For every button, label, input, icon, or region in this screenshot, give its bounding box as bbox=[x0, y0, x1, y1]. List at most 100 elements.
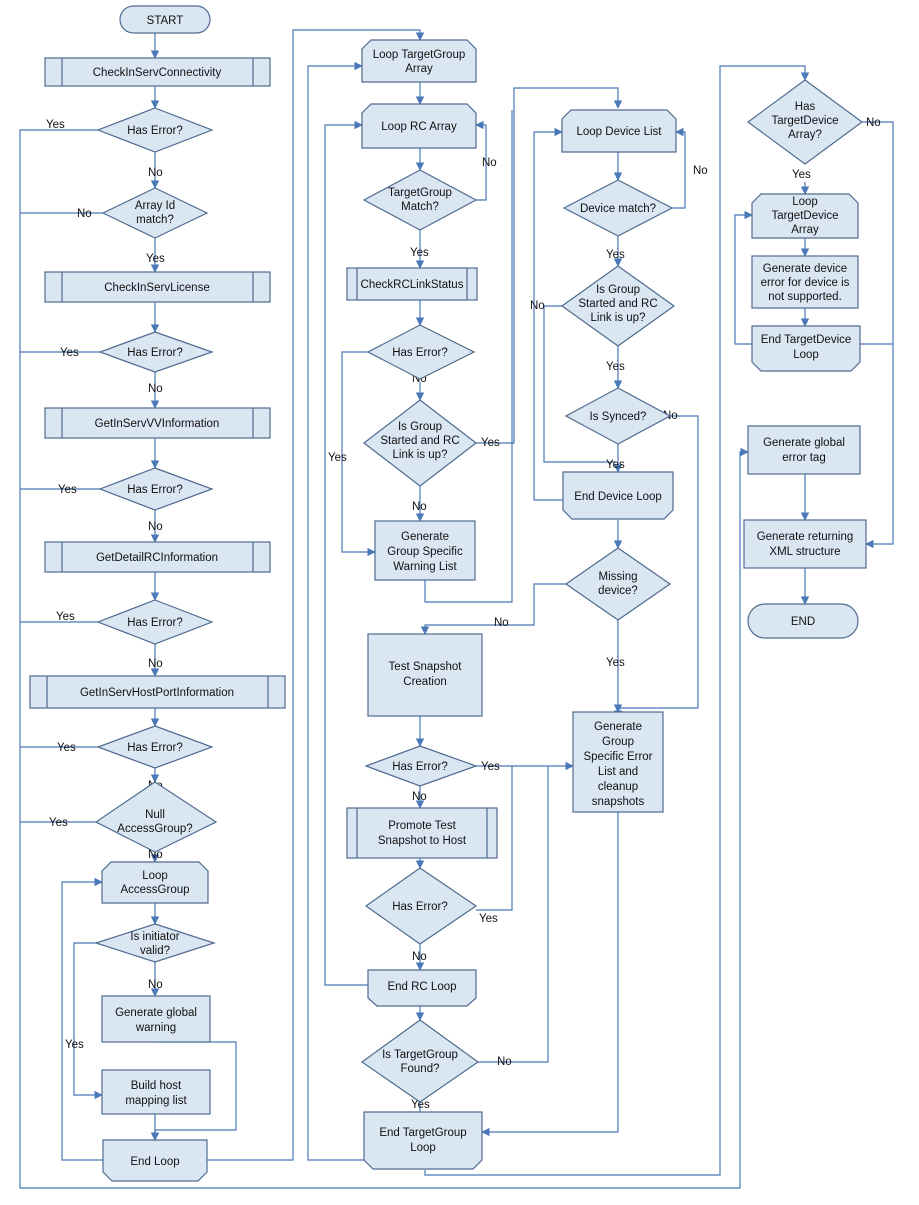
end-loop-label: End Loop bbox=[130, 1156, 179, 1168]
null-access-group-label-1: Null bbox=[145, 809, 165, 821]
label-no: No bbox=[148, 521, 163, 533]
generate-group-error-label-3: Specific Error bbox=[583, 751, 652, 763]
label-yes: Yes bbox=[606, 459, 625, 471]
loop-target-group-label-1: Loop TargetGroup bbox=[373, 49, 466, 61]
is-target-group-found-label-1: Is TargetGroup bbox=[382, 1049, 458, 1061]
label-yes: Yes bbox=[56, 611, 75, 623]
build-host-mapping-label-1: Build host bbox=[131, 1080, 182, 1092]
generate-group-error-label-5: cleanup bbox=[598, 781, 638, 793]
edge-errA-yes-to-warnlist bbox=[341, 351, 376, 557]
promote-snapshot-process bbox=[346, 807, 498, 859]
array-id-match-decision bbox=[101, 187, 209, 239]
check-license-label: CheckInServLicense bbox=[104, 282, 209, 294]
generate-group-error-label-1: Generate bbox=[594, 721, 642, 733]
has-error-3-label: Has Error? bbox=[127, 484, 183, 496]
loop-access-group-label-2: AccessGroup bbox=[120, 884, 189, 896]
has-error-5-label: Has Error? bbox=[127, 742, 183, 754]
check-connectivity-process bbox=[44, 57, 271, 87]
generate-group-warning-label-3: Warning List bbox=[393, 561, 457, 573]
label-yes: Yes bbox=[57, 742, 76, 754]
edge-tgfound-no bbox=[476, 766, 549, 1063]
label-yes: Yes bbox=[58, 484, 77, 496]
generate-global-error-tag-process bbox=[747, 425, 861, 475]
is-target-group-found-decision bbox=[360, 1019, 480, 1103]
label-yes: Yes bbox=[60, 347, 79, 359]
label-no: No bbox=[530, 300, 545, 312]
end-target-device-loop-label-2: Loop bbox=[793, 349, 819, 361]
null-access-group-decision bbox=[94, 781, 218, 853]
loop-target-device-label-2: TargetDevice bbox=[771, 210, 838, 222]
check-connectivity-label: CheckInServConnectivity bbox=[93, 67, 222, 79]
get-hostport-info-process bbox=[29, 675, 286, 709]
loop-rc-array-limit bbox=[361, 103, 477, 149]
array-id-match-label-2: match? bbox=[136, 214, 174, 226]
label-yes: Yes bbox=[46, 119, 65, 131]
start-terminal bbox=[119, 5, 211, 34]
has-error-c-decision bbox=[364, 867, 478, 945]
end-terminal bbox=[747, 603, 859, 639]
device-match-decision bbox=[562, 179, 674, 237]
label-no: No bbox=[693, 165, 708, 177]
has-target-device-array-decision bbox=[746, 79, 864, 165]
has-target-device-array-label-1: Has bbox=[795, 101, 816, 113]
label-no: No bbox=[412, 951, 427, 963]
label-yes: Yes bbox=[479, 913, 498, 925]
edge-tgmatch-no bbox=[475, 120, 487, 201]
device-match-label: Device match? bbox=[580, 203, 656, 215]
is-group-started-a-decision bbox=[363, 399, 477, 487]
has-target-device-array-label-3: Array? bbox=[788, 129, 822, 141]
edge-endtg-back-to-looptg bbox=[307, 61, 364, 1161]
label-no: No bbox=[148, 979, 163, 991]
is-initiator-valid-decision bbox=[94, 923, 216, 963]
is-group-started-b-label-1: Is Group bbox=[596, 284, 640, 296]
promote-snapshot-label-1: Promote Test bbox=[388, 820, 456, 832]
generate-global-warning-process bbox=[101, 995, 211, 1043]
loop-target-device-label-3: Array bbox=[791, 224, 819, 236]
edge-hastd-no bbox=[862, 121, 894, 549]
label-no: No bbox=[412, 501, 427, 513]
has-error-5-decision bbox=[96, 725, 214, 769]
edge-error-bus bbox=[19, 129, 749, 1189]
loop-target-group-limit bbox=[361, 39, 477, 83]
end-loop-limit bbox=[102, 1139, 208, 1182]
has-error-1-decision bbox=[96, 107, 214, 153]
generate-global-warning-label-2: warning bbox=[135, 1022, 176, 1034]
test-snapshot-process bbox=[367, 633, 483, 717]
generate-device-error-label-2: error for device is bbox=[761, 277, 850, 289]
end-target-device-loop-limit bbox=[751, 325, 861, 372]
edge-missing-no-to-snapshot bbox=[420, 583, 566, 635]
has-target-device-array-label-2: TargetDevice bbox=[771, 115, 838, 127]
loop-target-group-label-2: Array bbox=[405, 63, 433, 75]
label-yes: Yes bbox=[606, 361, 625, 373]
end-device-loop-label: End Device Loop bbox=[574, 491, 662, 503]
has-error-a-decision bbox=[366, 324, 476, 380]
generate-returning-xml-label-1: Generate returning bbox=[757, 531, 854, 543]
edge-endloop-back-to-loopag bbox=[61, 877, 103, 1161]
loop-rc-array-label: Loop RC Array bbox=[381, 121, 457, 133]
edge-grouperror-to-endtg bbox=[481, 812, 619, 1137]
label-no: No bbox=[77, 208, 92, 220]
is-target-group-found-label-2: Found? bbox=[400, 1063, 439, 1075]
get-rc-info-process bbox=[44, 541, 271, 573]
is-initiator-valid-label-1: Is initiator bbox=[130, 931, 179, 943]
missing-device-decision bbox=[564, 547, 672, 621]
end-device-loop-limit bbox=[562, 471, 674, 520]
generate-group-warning-label-1: Generate bbox=[401, 531, 449, 543]
missing-device-label-1: Missing bbox=[599, 571, 638, 583]
promote-snapshot-label-2: Snapshot to Host bbox=[378, 835, 467, 847]
label-yes: Yes bbox=[65, 1039, 84, 1051]
has-error-b-label: Has Error? bbox=[392, 761, 448, 773]
edge-devmatch-no bbox=[670, 127, 686, 209]
loop-access-group-label-1: Loop bbox=[142, 870, 168, 882]
end-target-device-loop-label-1: End TargetDevice bbox=[761, 334, 852, 346]
null-access-group-label-2: AccessGroup? bbox=[117, 823, 192, 835]
has-error-1-label: Has Error? bbox=[127, 125, 183, 137]
end-rc-loop-limit bbox=[367, 969, 477, 1007]
generate-device-error-process bbox=[751, 255, 859, 309]
device-column: Loop Device List Device match? Is Group … bbox=[560, 109, 677, 813]
is-group-started-a-label-2: Started and RC bbox=[380, 435, 459, 447]
check-license-process bbox=[44, 271, 271, 303]
label-yes: Yes bbox=[146, 253, 165, 265]
loop-device-list-limit bbox=[561, 109, 677, 153]
middle-column: Loop TargetGroup Array Loop RC Array Tar… bbox=[346, 39, 498, 1170]
